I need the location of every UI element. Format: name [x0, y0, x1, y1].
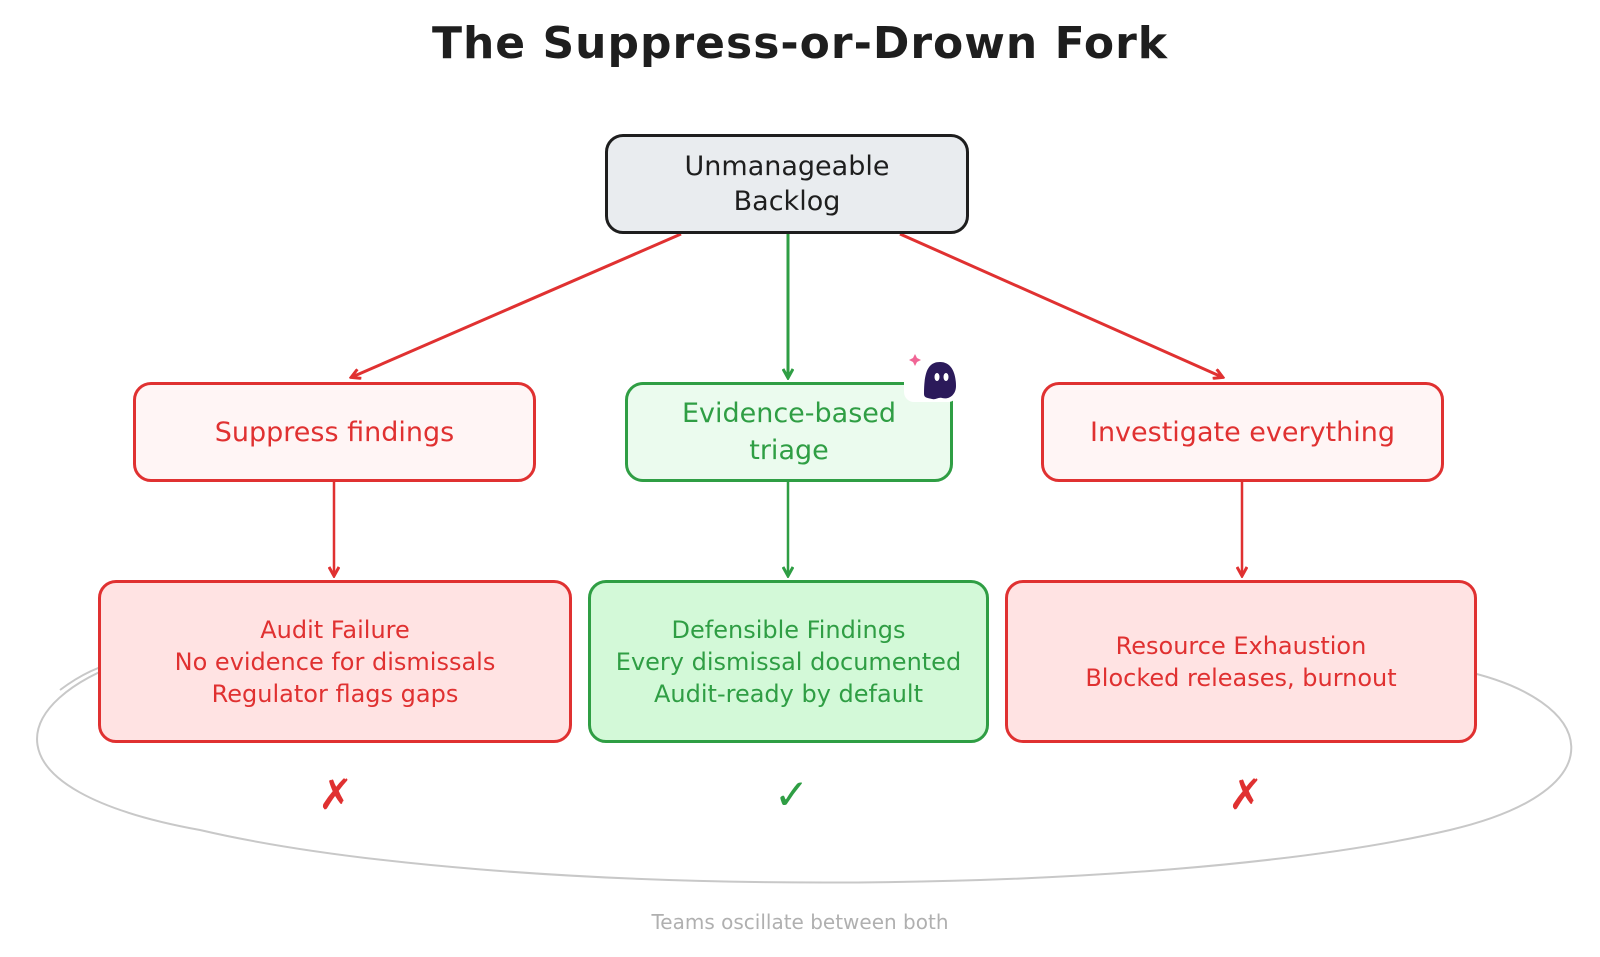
outcome-line: Audit Failure [260, 615, 410, 644]
check-mark-icon: ✓ [774, 770, 810, 819]
node-investigate-everything: Investigate everything [1041, 382, 1444, 482]
arrow-root-to-suppress [352, 232, 682, 377]
outcome-line: Regulator flags gaps [211, 679, 459, 708]
outcome-line: Every dismissal documented [615, 647, 962, 676]
diagram-title: The Suppress-or-Drown Fork [431, 18, 1169, 69]
ghost-mascot-icon [904, 352, 958, 402]
outcome-defensible-findings: Defensible Findings Every dismissal docu… [588, 580, 989, 743]
cross-mark-icon: ✗ [318, 770, 354, 819]
node-evidence-based-triage: Evidence-based triage [625, 382, 953, 482]
outcome-audit-failure: Audit Failure No evidence for dismissals… [98, 580, 572, 743]
node-label-line: triage [749, 435, 829, 466]
node-suppress-findings: Suppress findings [133, 382, 536, 482]
node-label-line: Backlog [733, 186, 841, 217]
outcome-line: Blocked releases, burnout [1085, 663, 1397, 692]
outcome-line: No evidence for dismissals [174, 647, 496, 676]
cycle-caption: Teams oscillate between both [651, 910, 949, 934]
arrow-root-to-investigate [899, 232, 1222, 377]
outcome-line: Audit-ready by default [654, 679, 923, 708]
node-unmanageable-backlog: Unmanageable Backlog [605, 134, 969, 234]
cross-mark-icon: ✗ [1228, 770, 1264, 819]
node-label-line: Unmanageable [684, 151, 890, 182]
outcome-resource-exhaustion: Resource Exhaustion Blocked releases, bu… [1005, 580, 1477, 743]
cycle-loop-line [36, 659, 1573, 884]
outcome-line: Defensible Findings [671, 615, 906, 644]
node-label: Investigate everything [1089, 416, 1395, 448]
node-label-line: Evidence-based [681, 398, 897, 429]
node-label: Suppress findings [214, 416, 455, 448]
outcome-line: Resource Exhaustion [1115, 631, 1367, 660]
